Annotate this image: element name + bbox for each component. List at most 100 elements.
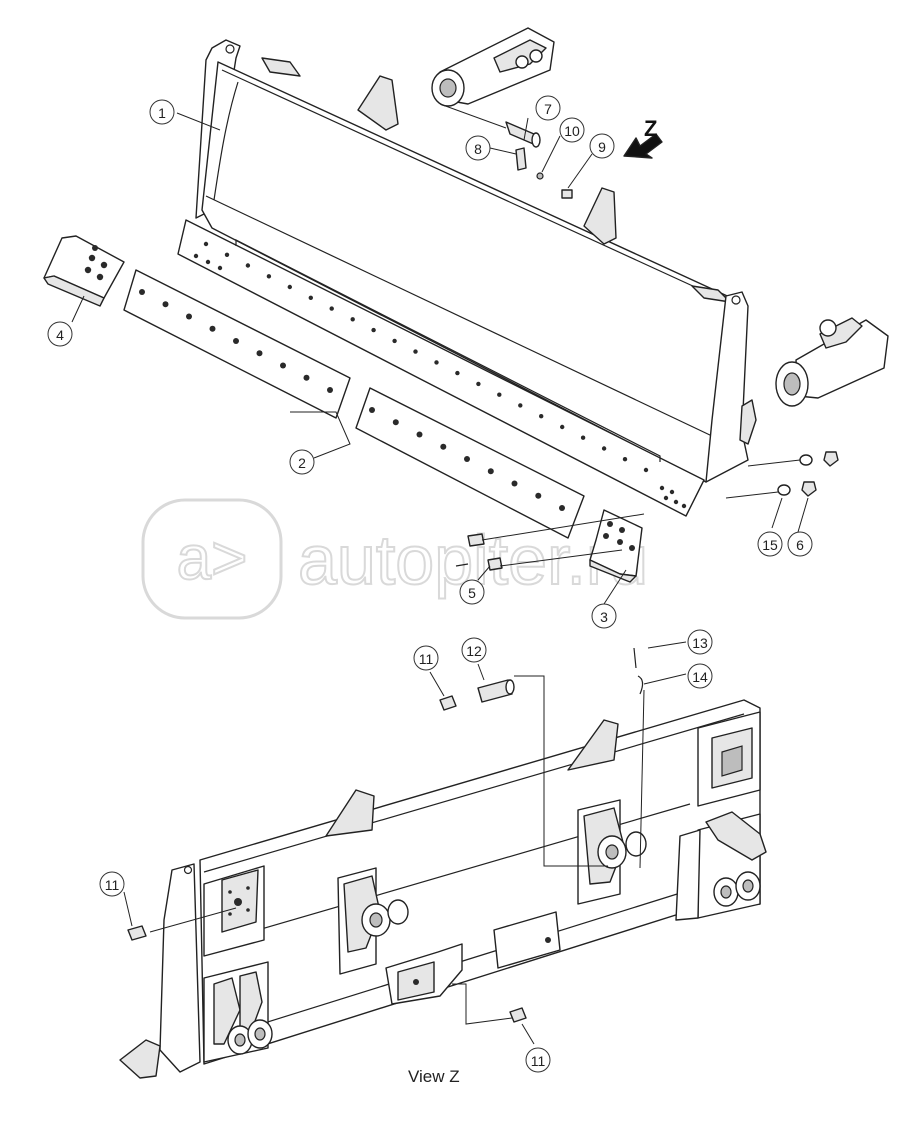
callout-11a: 11 — [413, 645, 439, 671]
bolt-hole — [186, 313, 192, 320]
callout-1: 1 — [149, 99, 175, 125]
callout-label: 11 — [419, 651, 434, 667]
blade-assembly — [177, 39, 757, 517]
callout-label: 15 — [762, 537, 778, 553]
bolt-hole — [287, 284, 292, 290]
nut-6-b — [801, 481, 817, 497]
callout-label: 1 — [158, 105, 166, 121]
bolt-5-b — [487, 557, 503, 571]
bolt-hole — [327, 387, 333, 393]
end-bit-right — [589, 509, 643, 583]
bolt-hole — [139, 289, 145, 295]
bolt-hole — [511, 480, 518, 487]
bolt-hole — [518, 403, 523, 408]
blade-left-lift-hole — [225, 44, 235, 54]
bolt-hole — [280, 362, 286, 369]
blade-bolt-rail — [177, 219, 705, 517]
watermark-logo-glyph: a> — [177, 524, 248, 593]
callout-circle — [535, 95, 561, 121]
bolt-9 — [561, 189, 573, 199]
end-bit-left — [43, 235, 125, 307]
blade-right-corner-holes — [659, 485, 687, 509]
blade-bolt-rail-holes — [193, 241, 649, 473]
callout-12: 12 — [461, 637, 487, 663]
callout-circle — [465, 135, 491, 161]
washer-10 — [536, 172, 544, 180]
callout-label: 10 — [564, 123, 580, 139]
callout-5: 5 — [459, 579, 485, 605]
callout-circle — [757, 531, 783, 557]
callout-circle — [525, 1047, 551, 1073]
rear-top-bracket-right — [567, 719, 619, 771]
callout-10: 10 — [559, 117, 585, 143]
bolt-hole — [369, 407, 375, 413]
bolt-hole — [535, 492, 542, 499]
bolt-hole — [539, 414, 544, 419]
bolt-5-c — [455, 563, 469, 567]
bolt-hole — [440, 443, 447, 450]
callout-3: 3 — [591, 603, 617, 629]
bolt-5-a — [467, 533, 485, 547]
bolt-hole — [413, 349, 418, 354]
bolt-hole — [256, 350, 263, 357]
bolt-hole — [245, 263, 251, 268]
push-arm-right-end — [775, 317, 889, 407]
callout-circle — [99, 871, 125, 897]
bolt-hole — [580, 435, 586, 440]
blade-moldboard-top-edge — [221, 69, 733, 305]
callout-label: 2 — [298, 455, 306, 471]
callout-8: 8 — [465, 135, 491, 161]
cutting-edges — [123, 269, 585, 539]
direction-marker-label: Z — [644, 116, 657, 141]
grease-fitting-11-top — [439, 695, 457, 711]
rear-left-end-plate — [159, 863, 201, 1073]
bolt-hole — [643, 467, 649, 473]
callout-label: 5 — [468, 585, 476, 601]
bolt-hole — [487, 468, 494, 475]
bolt-hole — [233, 338, 239, 344]
rear-beam — [199, 699, 761, 1065]
blade-moldboard-crease — [205, 195, 713, 437]
push-arm-left-end — [431, 27, 555, 107]
bolt-hole — [497, 392, 502, 397]
leader-lines — [71, 103, 809, 1045]
callout-circle — [687, 629, 713, 655]
view-label: View Z — [408, 1067, 460, 1086]
callout-9: 9 — [589, 133, 615, 159]
cutting-edge-left — [123, 269, 351, 419]
view-direction-arrow: Z — [623, 116, 663, 159]
blade-right-lug — [739, 399, 757, 445]
bolt-hole — [371, 327, 376, 333]
rear-right-end-plate — [675, 829, 701, 921]
callout-label: 6 — [796, 537, 804, 553]
bolt-hole — [209, 325, 216, 332]
callout-label: 3 — [600, 609, 608, 625]
callout-4: 4 — [47, 321, 73, 347]
blade-top-bracket-right — [583, 187, 617, 245]
bolt-hole — [350, 317, 355, 322]
rear-beam-top-edge — [203, 713, 745, 873]
view-z-assembly — [119, 699, 767, 1079]
washer-15-a — [799, 454, 813, 466]
bolt-hole — [308, 295, 313, 300]
watermark-logo — [141, 498, 283, 620]
bolt-hole — [622, 457, 628, 462]
callout-circle — [787, 531, 813, 557]
callout-2: 2 — [289, 449, 315, 475]
bolt-hole — [266, 274, 272, 279]
callout-circle — [461, 637, 487, 663]
bolt-hole — [224, 252, 230, 257]
grease-fitting-11-bottom — [509, 1007, 527, 1023]
bolt-hole — [392, 338, 397, 344]
callout-15: 15 — [757, 531, 783, 557]
callout-circle — [687, 663, 713, 689]
callout-7: 7 — [535, 95, 561, 121]
bolt-hole — [203, 241, 209, 247]
pin-7 — [505, 121, 541, 148]
bolt-hole — [416, 431, 423, 438]
callout-label: 8 — [474, 141, 482, 157]
callout-circle — [289, 449, 315, 475]
bolt-hole — [559, 505, 565, 511]
